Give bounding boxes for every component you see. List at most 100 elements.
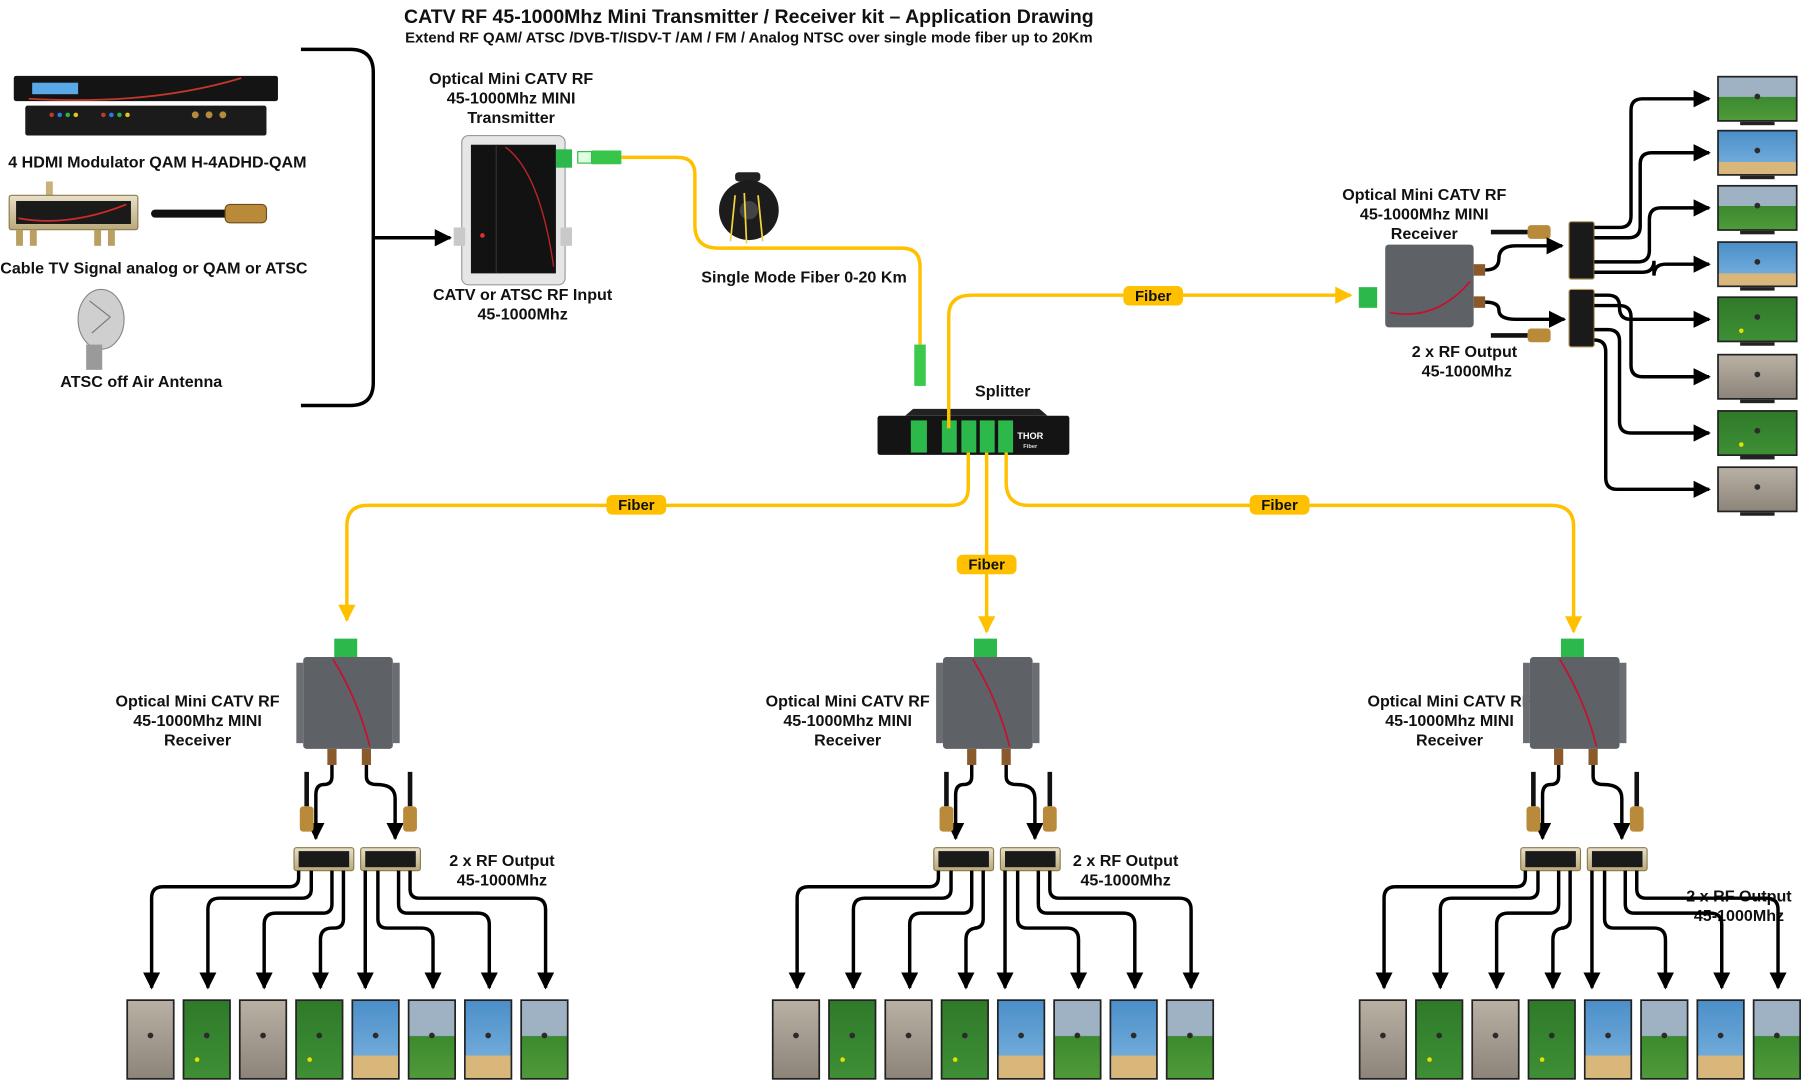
tv-feed-cable xyxy=(1015,870,1088,990)
tv-screen xyxy=(238,999,288,1080)
tv-feed-cable xyxy=(1594,144,1711,240)
tv-feed-cable xyxy=(1594,199,1711,264)
rf-cable xyxy=(1591,764,1631,841)
rack-modulator-icon xyxy=(13,75,278,136)
rf-cable xyxy=(307,764,334,841)
svg-text:Fiber: Fiber xyxy=(618,497,655,514)
fiber-link-label: Single Mode Fiber 0-20 Km xyxy=(701,269,906,287)
transmitter-input-line-1: CATV or ATSC RF Input xyxy=(433,286,613,304)
rf-cable xyxy=(1533,764,1561,841)
rf-splitter-icon xyxy=(293,847,421,872)
tv-screen xyxy=(1717,241,1798,288)
splitter: Splitter THOR Fiber xyxy=(877,344,1070,455)
tv-feed-cable xyxy=(1594,338,1711,498)
tv-screen xyxy=(464,999,513,1080)
receiver-device-icon xyxy=(296,638,400,765)
page-title: CATV RF 45-1000Mhz Mini Transmitter / Re… xyxy=(404,6,1094,28)
tv-screen xyxy=(884,999,933,1080)
fiber-badges: Fiber Fiber Fiber Fiber xyxy=(606,286,1310,575)
tv-feed-cable xyxy=(1431,870,1540,990)
receiver-title-line-2: 45-1000Mhz MINI xyxy=(1385,712,1514,730)
transmitter: Optical Mini CATV RF 45-1000Mhz MINI Tra… xyxy=(429,70,622,323)
tv-screen xyxy=(1717,129,1798,176)
receiver-output-line-1: 2 x RF Output xyxy=(449,852,555,870)
receiver-bottom-1: Optical Mini CATV RF 45-1000Mhz MINIRecei… xyxy=(116,638,569,1080)
tv-screen xyxy=(1717,296,1798,343)
tv-screen xyxy=(295,999,344,1080)
fiber-badge-center: Fiber xyxy=(956,554,1017,575)
tv-feed-cable xyxy=(1594,255,1711,276)
tv-row xyxy=(771,999,1215,1080)
tv-row xyxy=(1358,999,1801,1080)
tv-feed-cable xyxy=(1488,870,1561,990)
tv-screen xyxy=(1165,999,1215,1080)
receiver-title-line-1: Optical Mini CATV RF xyxy=(766,692,930,710)
receiver-title-line-1: Optical Mini CATV RF xyxy=(1367,692,1531,710)
rf-cable xyxy=(364,764,404,841)
tv-feed-cable xyxy=(844,870,953,990)
rf-splitter-icon xyxy=(1568,221,1595,348)
splitter-label: Splitter xyxy=(975,382,1031,400)
tv-feed-cable xyxy=(1594,303,1711,386)
source-bracket xyxy=(300,47,376,408)
splitter-device-icon: THOR Fiber xyxy=(877,408,1070,455)
fiber-badge-right: Fiber xyxy=(1249,495,1310,515)
tv-feed-cable xyxy=(408,870,555,990)
tv-column xyxy=(1717,75,1798,516)
tv-screen xyxy=(1527,999,1576,1080)
fiber-run-top xyxy=(947,286,1353,429)
receiver-title-line-3: Receiver xyxy=(164,731,232,749)
tv-screen xyxy=(828,999,877,1080)
tv-cables xyxy=(1594,90,1711,498)
sources-group: 4 HDMI Modulator QAM H-4ADHD-QAM Cable T… xyxy=(0,47,452,408)
page-subtitle: Extend RF QAM/ ATSC /DVB-T/ISDV-T /AM / … xyxy=(405,30,1093,47)
tv-screen xyxy=(1717,410,1798,457)
tv-feed-cable xyxy=(788,870,941,990)
tv-feed-cable xyxy=(1048,870,1200,990)
tv-screen xyxy=(1358,999,1408,1080)
rf-splitter-icon xyxy=(1520,847,1648,872)
tv-screen xyxy=(1109,999,1158,1080)
tv-screen xyxy=(996,999,1046,1080)
fiber-run-right xyxy=(1004,452,1583,634)
transmitter-title-line-1: Optical Mini CATV RF xyxy=(429,70,593,88)
tv-screen xyxy=(1752,999,1801,1080)
receiver-device-icon xyxy=(1523,638,1627,765)
tv-screen xyxy=(1717,75,1798,122)
tv-feed-cable xyxy=(376,870,442,990)
receiver-0-output-line-2: 45-1000Mhz xyxy=(1422,363,1512,381)
coax-connector-icon xyxy=(1490,225,1551,343)
tv-feed-cable xyxy=(901,870,974,990)
tv-row xyxy=(126,999,569,1080)
rf-cable xyxy=(947,764,974,841)
splitter-brand-sub: Fiber xyxy=(1023,444,1038,450)
fiber-runs xyxy=(338,286,1583,634)
coax-connector-icon xyxy=(299,771,417,832)
receiver-output-line-2: 45-1000Mhz xyxy=(1080,872,1170,890)
tv-feed-cable xyxy=(1623,870,1731,990)
coax-connector-icon xyxy=(1526,771,1644,832)
receiver-title-line-3: Receiver xyxy=(1416,731,1484,749)
receiver-title-line-2: 45-1000Mhz MINI xyxy=(133,712,262,730)
fiber-connector-icon xyxy=(577,150,622,165)
fiber-badge-top: Fiber xyxy=(1123,286,1184,306)
tv-feed-cable xyxy=(255,870,334,990)
tv-feed-cable xyxy=(311,870,346,990)
tv-screen xyxy=(1053,999,1102,1080)
tv-screen xyxy=(351,999,400,1080)
main-fiber-cable xyxy=(621,155,922,345)
receiver-0-output-line-1: 2 x RF Output xyxy=(1412,343,1518,361)
tv-screen xyxy=(1717,184,1798,231)
source-label-modulator: 4 HDMI Modulator QAM H-4ADHD-QAM xyxy=(8,154,306,172)
tv-screen xyxy=(1696,999,1745,1080)
tv-screen xyxy=(126,999,175,1080)
tv-feed-cable xyxy=(957,870,985,990)
tv-screen xyxy=(1415,999,1464,1080)
tv-feed-cable xyxy=(143,870,301,990)
tv-screen xyxy=(1717,353,1798,400)
receiver-title-line-1: Optical Mini CATV RF xyxy=(116,692,280,710)
receiver-top-right: Optical Mini CATV RF 45-1000Mhz MINI Rec… xyxy=(1342,75,1798,516)
tv-feed-cable xyxy=(1375,870,1528,990)
